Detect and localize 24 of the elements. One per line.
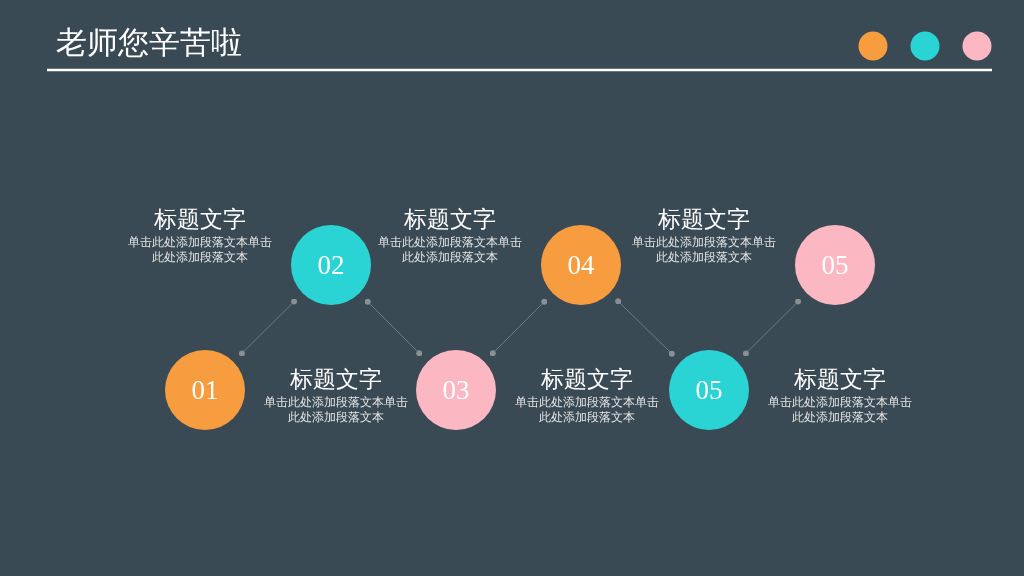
step-heading: 标题文字	[540, 365, 634, 393]
slide-title: 老师您辛苦啦	[56, 23, 242, 62]
step-description: 单击此处添加段落文本单击此处添加段落文本	[767, 395, 913, 425]
step-description: 单击此处添加段落文本单击此处添加段落文本	[631, 235, 777, 265]
step-heading: 标题文字	[289, 365, 383, 393]
connector-line	[238, 298, 298, 357]
number-circle: 01	[165, 350, 245, 430]
step-heading: 标题文字	[657, 205, 751, 233]
step-description: 单击此处添加段落文本单击此处添加段落文本	[127, 235, 273, 265]
number-circle: 02	[291, 225, 371, 305]
step-heading: 标题文字	[793, 365, 887, 393]
number-circle: 03	[416, 350, 496, 430]
number-circle: 05	[669, 350, 749, 430]
step-heading: 标题文字	[153, 205, 247, 233]
step-description: 单击此处添加段落文本单击此处添加段落文本	[263, 395, 409, 425]
connector-line	[615, 298, 675, 357]
step-description: 单击此处添加段落文本单击此处添加段落文本	[377, 235, 523, 265]
step-heading: 标题文字	[403, 205, 497, 233]
connector-line	[742, 298, 802, 357]
number-circle: 05	[795, 225, 875, 305]
connector-line	[489, 298, 548, 357]
number-circle: 04	[541, 225, 621, 305]
step-description: 单击此处添加段落文本单击此处添加段落文本	[514, 395, 660, 425]
connector-line	[364, 298, 423, 357]
